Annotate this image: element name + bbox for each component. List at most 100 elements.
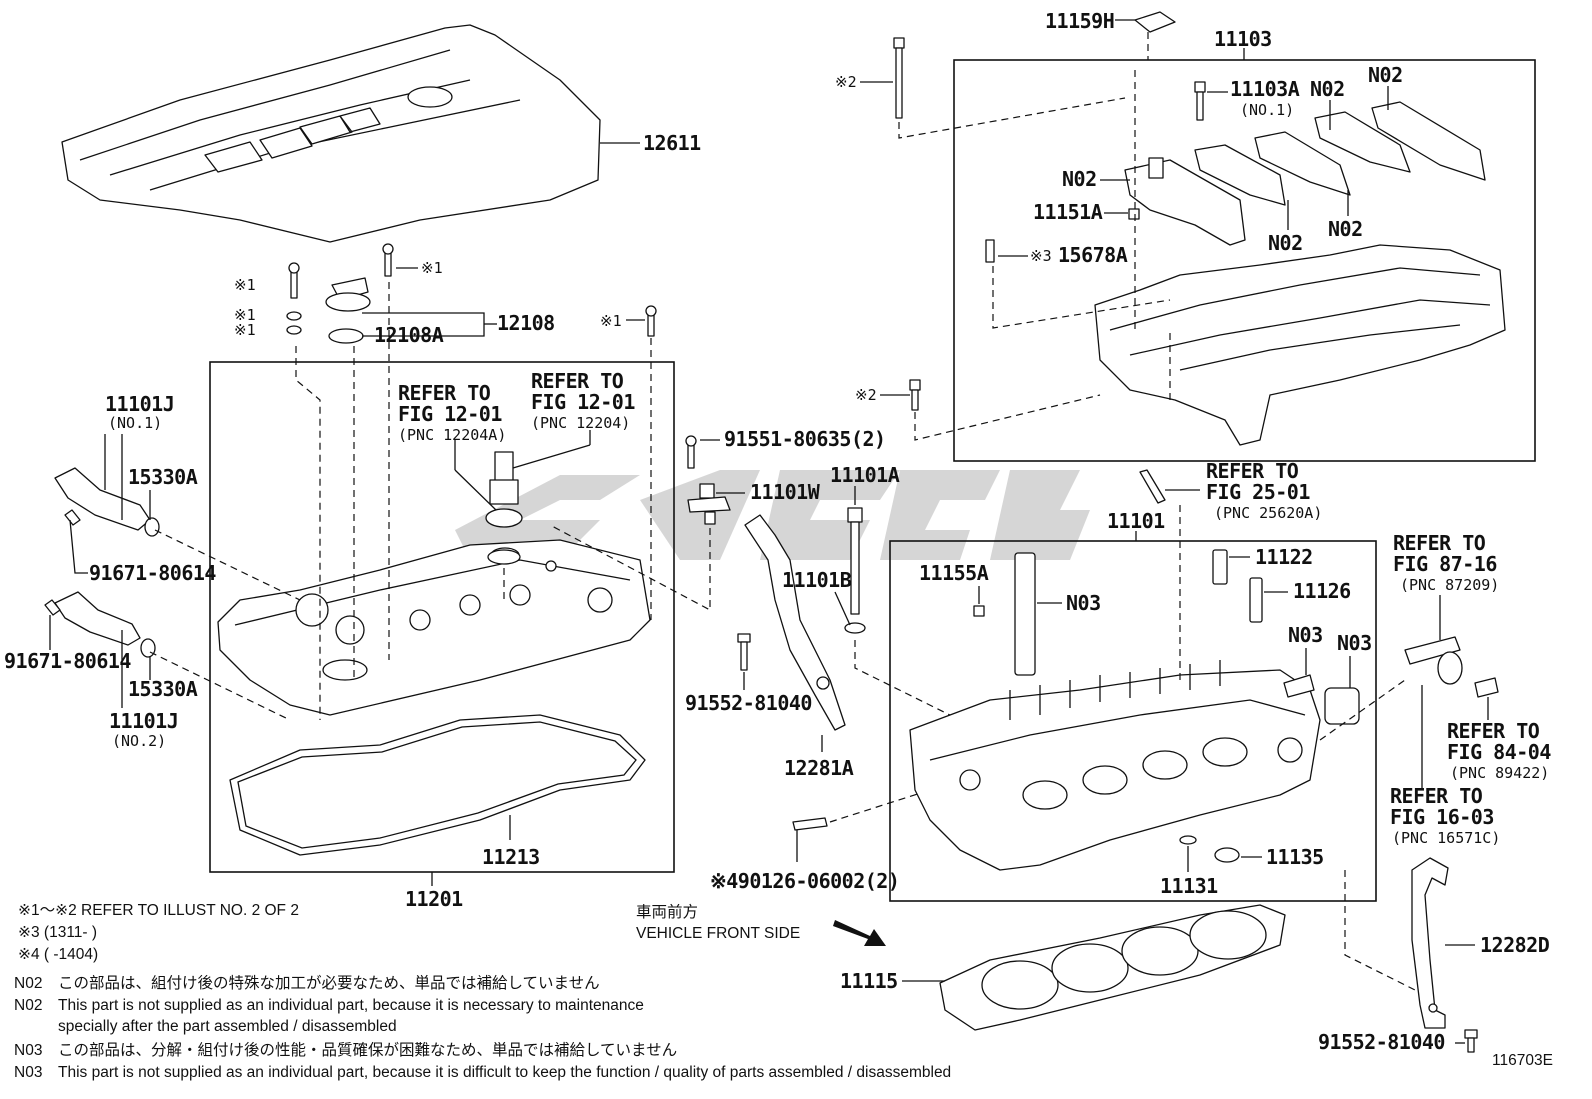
- stud-25620A-drawing: [1139, 469, 1166, 504]
- ref6-line1: REFER TO: [1390, 784, 1483, 808]
- valve-guide-parts-drawing: [973, 549, 1360, 863]
- pcv-parts-drawing: [485, 451, 523, 565]
- label-11101J-1: 11101J: [105, 392, 174, 416]
- note-6: この部品は、分解・組付け後の性能・品質確保が困難なため、単品では補給していません: [58, 1041, 677, 1059]
- ref2-line1: REFER TO: [531, 369, 624, 393]
- label-11115: 11115: [840, 969, 898, 993]
- label-12282D: 12282D: [1480, 933, 1550, 957]
- label-N02-a: N02: [1310, 77, 1345, 101]
- label-11103: 11103: [1214, 27, 1272, 51]
- diagram-id: 116703E: [1492, 1052, 1553, 1069]
- head-gasket-drawing: [939, 904, 1286, 1031]
- label-11159H: 11159H: [1045, 9, 1114, 33]
- note-6-code: N03: [14, 1042, 42, 1059]
- label-11155A: 11155A: [919, 561, 989, 585]
- label-11213: 11213: [482, 845, 540, 869]
- mark-2-top: ※2: [835, 73, 857, 91]
- note-4: この部品は、組付け後の特殊な加工が必要なため、単品では補給していません: [58, 974, 600, 992]
- bolt-91552-2-drawing: [1464, 1029, 1478, 1053]
- note-7: This part is not supplied as an individu…: [58, 1064, 951, 1081]
- mark-1-b: ※1: [234, 306, 256, 324]
- head-bolt-drawing: [844, 507, 866, 634]
- note-5-code: N02: [14, 997, 42, 1014]
- label-11101J-2: 11101J: [109, 709, 178, 733]
- oil-control-valve-2-drawing: [44, 591, 156, 658]
- label-11101B: 11101B: [782, 568, 852, 592]
- label-91671-80614-1: 91671-80614: [89, 561, 216, 585]
- stud-bolt-drawing: [792, 817, 828, 831]
- mark-1-a: ※1: [234, 276, 256, 294]
- label-11151A: 11151A: [1033, 200, 1103, 224]
- direction-jp: 車両前方: [636, 903, 698, 921]
- ref3-line3: (PNC 25620A): [1214, 504, 1322, 522]
- ref5-line2: FIG 84-04: [1447, 740, 1551, 764]
- label-91552-81040-1: 91552-81040: [685, 691, 812, 715]
- note-5: This part is not supplied as an individu…: [58, 997, 644, 1014]
- watermark-logo: [455, 470, 1090, 560]
- engine-cover-drawing: [61, 24, 601, 243]
- ref3-line2: FIG 25-01: [1206, 480, 1310, 504]
- label-12611: 12611: [643, 131, 701, 155]
- label-11101W: 11101W: [750, 480, 821, 504]
- oil-control-valve-1-drawing: [54, 467, 160, 537]
- note-3: ※4 ( -1404): [18, 946, 98, 963]
- label-12108: 12108: [497, 311, 555, 335]
- mark-2-mid: ※2: [855, 386, 877, 404]
- cylinder-head-drawing: [909, 660, 1321, 871]
- label-490126-06002: ※490126-06002(2): [710, 869, 899, 893]
- ref5-line3: (PNC 89422): [1450, 764, 1549, 782]
- ref2-line2: FIG 12-01: [531, 390, 635, 414]
- note-7-code: N03: [14, 1064, 42, 1081]
- plug-11159H-drawing: [1134, 11, 1176, 33]
- label-15330A-1: 15330A: [128, 465, 198, 489]
- ref3-line1: REFER TO: [1206, 459, 1299, 483]
- box-11101: [889, 540, 1377, 902]
- label-N03-b: N03: [1288, 623, 1323, 647]
- cam-position-sensor-drawing: [685, 435, 731, 525]
- label-12281A: 12281A: [784, 756, 854, 780]
- mark-1-c: ※1: [234, 321, 256, 339]
- label-11103A: 11103A: [1230, 77, 1300, 101]
- label-15678A: 15678A: [1058, 243, 1128, 267]
- label-15330A-2: 15330A: [128, 677, 198, 701]
- label-N02-d: N02: [1268, 231, 1303, 255]
- ref2-line3: (PNC 12204): [531, 414, 630, 432]
- label-11122: 11122: [1255, 545, 1313, 569]
- cylinder-head-cover-drawing: [217, 539, 651, 716]
- bolt-91552-1-drawing: [737, 633, 751, 671]
- note-2: ※3 (1311- ): [18, 924, 97, 941]
- box-11201: [209, 361, 675, 873]
- label-91671-80614-2: 91671-80614: [4, 649, 131, 673]
- ref5-line1: REFER TO: [1447, 719, 1540, 743]
- label-11201: 11201: [405, 887, 463, 911]
- ref6-line2: FIG 16-03: [1390, 805, 1494, 829]
- mark-1-d: ※1: [421, 259, 443, 277]
- label-91552-81040-2: 91552-81040: [1318, 1030, 1445, 1054]
- label-12108A: 12108A: [374, 323, 444, 347]
- label-11131: 11131: [1160, 874, 1218, 898]
- cap-bolt-drawing: [1194, 81, 1206, 121]
- note-5b: specially after the part assembled / dis…: [58, 1018, 397, 1035]
- bracket-12282D-drawing: [1411, 857, 1449, 1029]
- ref4-line1: REFER TO: [1393, 531, 1486, 555]
- oil-filler-cap-drawing: [286, 243, 657, 344]
- ref6-line3: (PNC 16571C): [1392, 829, 1500, 847]
- note-1: ※1～※2 REFER TO ILLUST NO. 2 OF 2: [18, 902, 299, 919]
- ref1-line3: (PNC 12204A): [398, 426, 506, 444]
- camshaft-housing-drawing: [1094, 244, 1506, 446]
- label-N02-e: N02: [1328, 217, 1363, 241]
- cover-gasket-drawing: [229, 714, 646, 856]
- label-11103A-sub: (NO.1): [1240, 101, 1294, 119]
- ref4-line2: FIG 87-16: [1393, 552, 1497, 576]
- pin-drawing: [985, 208, 1140, 263]
- long-bolt-1-drawing: [893, 37, 905, 119]
- label-N02-c: N02: [1062, 167, 1097, 191]
- note-4-code: N02: [14, 975, 42, 992]
- label-N02-b: N02: [1368, 63, 1403, 87]
- label-N03-c: N03: [1337, 631, 1372, 655]
- label-91551-80635: 91551-80635(2): [724, 427, 886, 451]
- tube-87209-drawing: [1404, 636, 1499, 698]
- ref1-line2: FIG 12-01: [398, 402, 502, 426]
- ref4-line3: (PNC 87209): [1400, 576, 1499, 594]
